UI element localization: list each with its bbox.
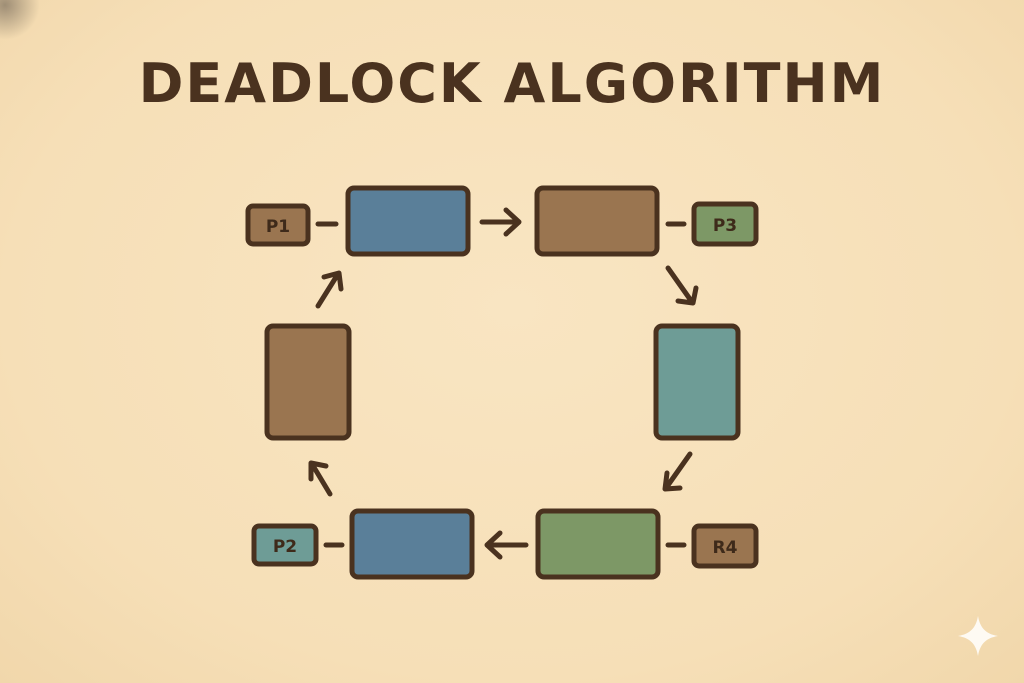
resource-top-left — [345, 185, 471, 257]
p2-label: P2 — [273, 537, 297, 557]
arrow-top-right — [479, 207, 522, 237]
resource-left — [264, 323, 352, 441]
resource-right — [653, 323, 741, 441]
p1-box — [245, 203, 311, 247]
p3-box — [691, 201, 759, 247]
sparkle-icon — [958, 616, 998, 656]
p1-label: P1 — [266, 217, 290, 237]
resource-bottom-left — [349, 508, 475, 580]
resource-bottom-right — [535, 508, 661, 580]
r4-box — [691, 523, 759, 569]
page-title: DEADLOCK ALGORITHM — [138, 52, 886, 115]
arrow-right-down-bottom — [662, 451, 693, 492]
resource-r4: R4 — [691, 523, 759, 569]
arrow-left-up-bottom — [308, 460, 333, 497]
arrow-right-down-top — [665, 265, 699, 306]
resource-top-right — [534, 185, 660, 257]
r4-label: R4 — [713, 538, 738, 558]
process-p3: P3 — [691, 201, 759, 247]
p2-box — [251, 523, 319, 567]
arrow-left-up-top — [315, 270, 344, 309]
process-p1: P1 — [245, 203, 311, 247]
process-p2: P2 — [251, 523, 319, 567]
p3-label: P3 — [713, 216, 737, 236]
arrow-bottom-left — [484, 530, 529, 560]
